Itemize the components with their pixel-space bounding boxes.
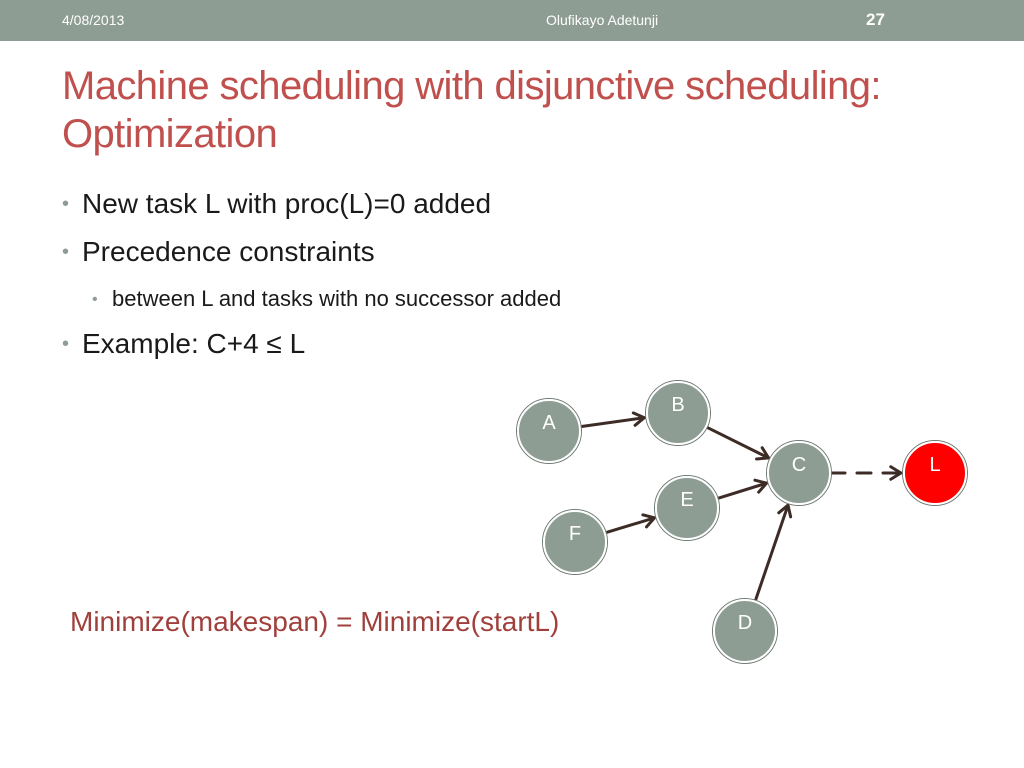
graph-edges [579, 411, 903, 603]
node-label-A: A [542, 412, 556, 434]
node-label-L: L [929, 454, 940, 476]
node-circle-F [543, 510, 607, 574]
slide-title-line-2: Optimization [62, 112, 278, 156]
bullet-dot: • [62, 193, 70, 215]
node-outline-F [542, 509, 608, 575]
arrowhead-D-C [777, 503, 793, 519]
node-outline-B [645, 380, 711, 446]
arrowhead-C-L [889, 465, 903, 481]
slide-page-number: 27 [866, 10, 885, 29]
node-B: B [645, 380, 711, 446]
node-D: D [712, 598, 778, 664]
arrowhead-F-E [641, 513, 656, 529]
slide-title-line-1: Machine scheduling with disjunctive sche… [62, 64, 882, 108]
slide-author: Olufikayo Adetunji [546, 12, 659, 28]
node-outline-C [766, 440, 832, 506]
sub-bullet-item: • between L and tasks with no successor a… [92, 286, 561, 312]
bullet-item: • Example: C+4 ≤ L [62, 328, 305, 360]
optimization-formula: Minimize(makespan) = Minimize(startL) [70, 606, 560, 637]
node-label-E: E [680, 489, 693, 511]
node-circle-L [903, 441, 967, 505]
node-circle-A [517, 399, 581, 463]
node-circle-D [713, 599, 777, 663]
bullet-item: • New task L with proc(L)=0 added [62, 188, 491, 220]
node-F: F [542, 509, 608, 575]
header-bar: 4/08/2013 Olufikayo Adetunji 27 [0, 0, 1024, 41]
edge-D-C [753, 503, 790, 603]
bullet-text: Example: C+4 ≤ L [82, 328, 306, 359]
node-outline-L [902, 440, 968, 506]
bullet-item: • Precedence constraints [62, 236, 375, 268]
bullet-text: New task L with proc(L)=0 added [82, 188, 492, 219]
edge-F-E [604, 516, 656, 535]
node-outline-D [712, 598, 778, 664]
node-circle-B [646, 381, 710, 445]
node-label-C: C [792, 454, 806, 476]
node-label-D: D [738, 612, 752, 634]
node-C: C [766, 440, 832, 506]
edge-B-C [705, 425, 771, 460]
edge-E-C [716, 481, 769, 500]
node-E: E [654, 475, 720, 541]
bullet-dot: • [62, 333, 70, 355]
node-A: A [516, 398, 582, 464]
node-circle-E [655, 476, 719, 540]
bullet-dot: • [92, 291, 98, 308]
bullet-text: Precedence constraints [82, 236, 375, 267]
arrowhead-E-C [753, 478, 769, 494]
arrowhead-A-B [631, 411, 646, 427]
node-outline-E [654, 475, 720, 541]
slide-date: 4/08/2013 [62, 12, 125, 28]
node-label-F: F [569, 523, 581, 545]
node-outline-A [516, 398, 582, 464]
slide-title: Machine scheduling with disjunctive sche… [62, 62, 992, 158]
node-circle-C [767, 441, 831, 505]
node-L: L [902, 440, 968, 506]
sub-bullet-text: between L and tasks with no successor ad… [112, 286, 562, 311]
graph-nodes: A B C E F D L [516, 380, 968, 664]
edge-A-B [579, 416, 646, 429]
arrowhead-B-C [755, 446, 771, 461]
bullet-dot: • [62, 241, 70, 263]
node-label-B: B [671, 394, 684, 416]
